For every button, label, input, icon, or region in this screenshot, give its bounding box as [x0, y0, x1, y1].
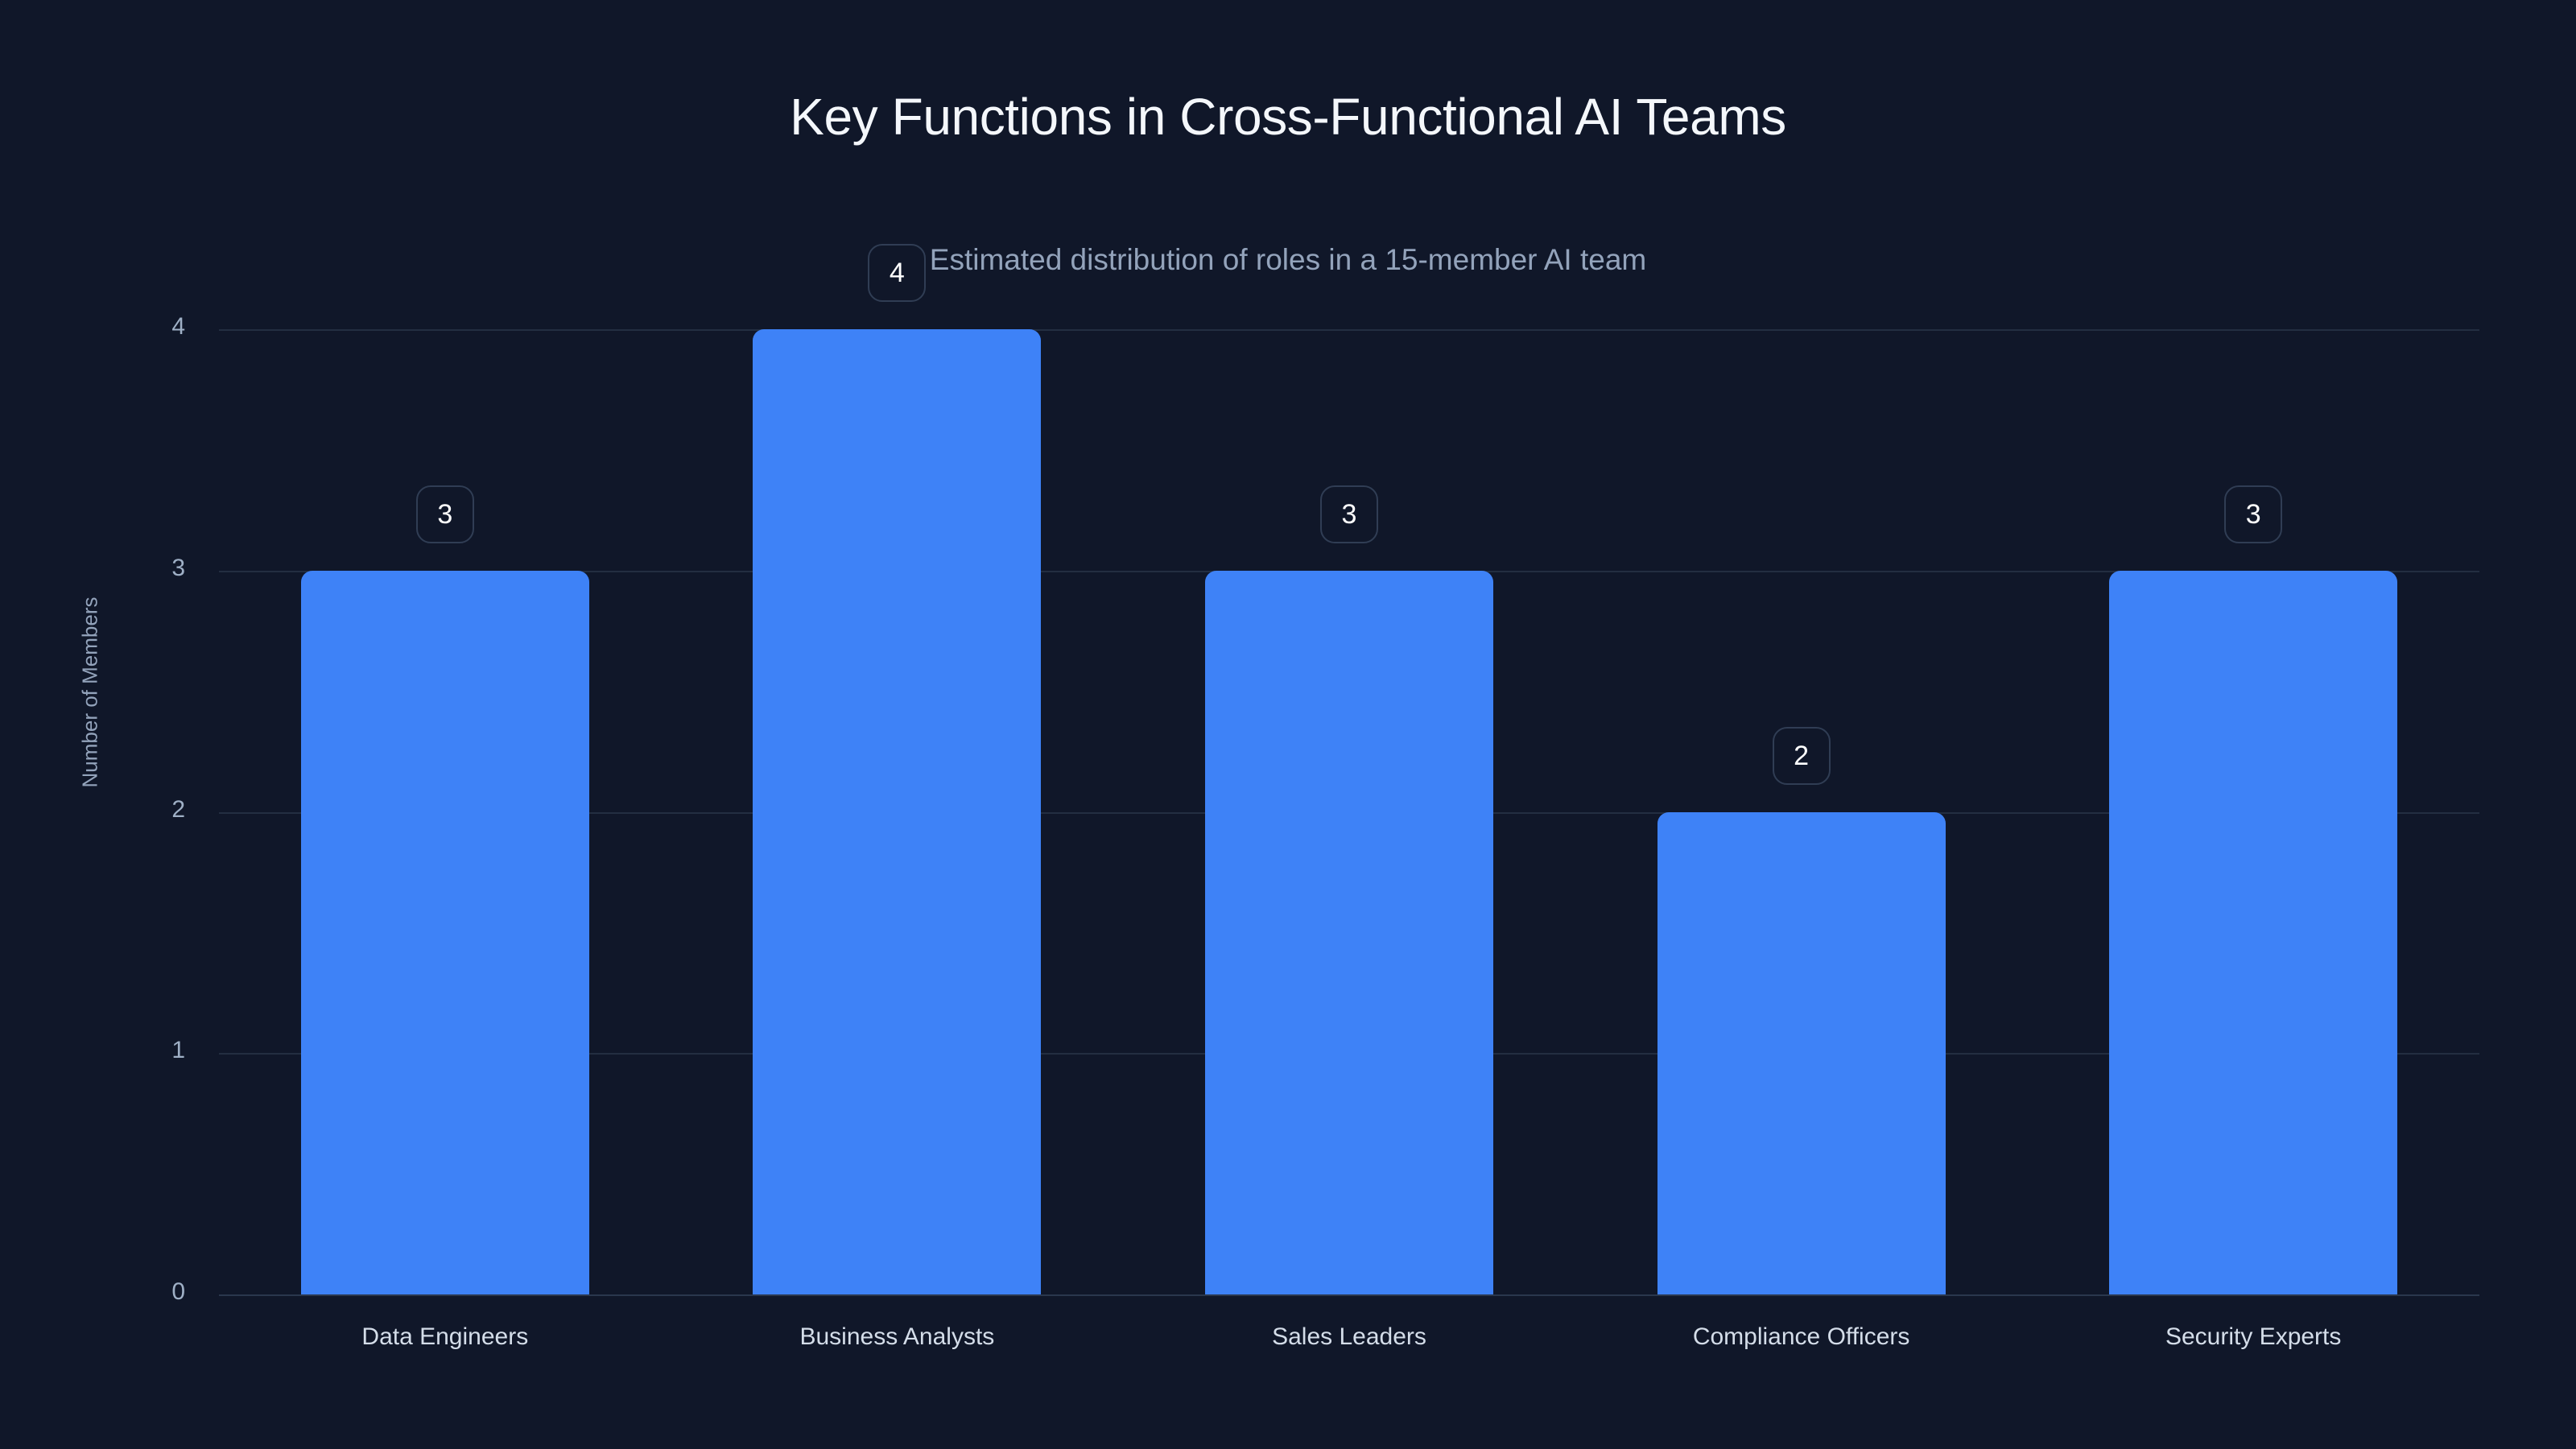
x-tick-label: Business Analysts	[799, 1323, 995, 1350]
plot-area	[219, 329, 2479, 1296]
bar[interactable]	[1205, 570, 1493, 1294]
bar-value-badge: 3	[415, 485, 474, 543]
y-tick-label: 3	[171, 554, 185, 581]
bar-value-badge: 3	[2224, 485, 2283, 543]
bar[interactable]	[753, 329, 1042, 1294]
bar[interactable]	[1657, 811, 1946, 1294]
x-tick-label: Sales Leaders	[1272, 1323, 1426, 1350]
y-axis-title: Number of Members	[77, 597, 102, 788]
bar[interactable]	[300, 570, 589, 1294]
bar-value-badge: 3	[1320, 485, 1378, 543]
y-tick-label: 2	[171, 795, 185, 823]
x-tick-label: Security Experts	[2165, 1323, 2342, 1350]
x-tick-label: Compliance Officers	[1692, 1323, 1910, 1350]
y-tick-label: 0	[171, 1278, 185, 1305]
chart-subtitle: Estimated distribution of roles in a 15-…	[929, 243, 1647, 276]
gridline	[219, 329, 2479, 331]
bar-value-badge: 4	[868, 244, 927, 302]
bar-value-badge: 2	[1772, 726, 1831, 785]
x-tick-label: Data Engineers	[361, 1323, 529, 1350]
y-tick-label: 1	[171, 1037, 185, 1064]
y-tick-label: 4	[171, 313, 185, 340]
chart-title: Key Functions in Cross-Functional AI Tea…	[790, 88, 1786, 146]
gridline	[219, 1294, 2479, 1296]
bar[interactable]	[2109, 570, 2398, 1294]
